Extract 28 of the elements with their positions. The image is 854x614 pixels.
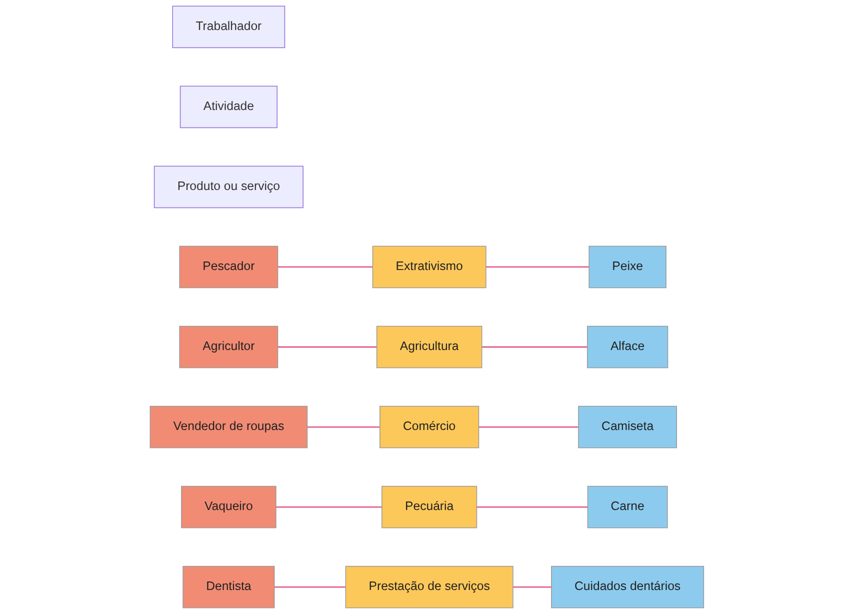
connector: [476, 506, 588, 508]
node-box: Dentista: [182, 566, 275, 608]
node-box: Pecuária: [382, 486, 478, 528]
connector: [482, 346, 588, 348]
node-box: Camiseta: [578, 406, 678, 448]
connector: [276, 506, 382, 508]
connector: [274, 586, 346, 588]
connector: [513, 586, 552, 588]
node-box: Peixe: [588, 246, 666, 288]
node-box: Carne: [587, 486, 668, 528]
node-box: Prestação de serviços: [345, 566, 514, 608]
node-box: Vendedor de roupas: [150, 406, 308, 448]
node-box: Trabalhador: [172, 6, 286, 48]
connector: [278, 346, 377, 348]
node-box: Agricultura: [376, 326, 482, 368]
connector: [278, 266, 373, 268]
node-box: Agricultor: [179, 326, 278, 368]
connector: [307, 426, 380, 428]
node-box: Atividade: [180, 86, 278, 128]
node-box: Pescador: [179, 246, 278, 288]
node-box: Alface: [587, 326, 668, 368]
node-box: Produto ou serviço: [154, 166, 304, 208]
node-box: Comércio: [380, 406, 480, 448]
node-box: Vaqueiro: [181, 486, 276, 528]
connector: [486, 266, 590, 268]
connector: [478, 426, 579, 428]
node-box: Extrativismo: [372, 246, 486, 288]
node-box: Cuidados dentários: [551, 566, 704, 608]
